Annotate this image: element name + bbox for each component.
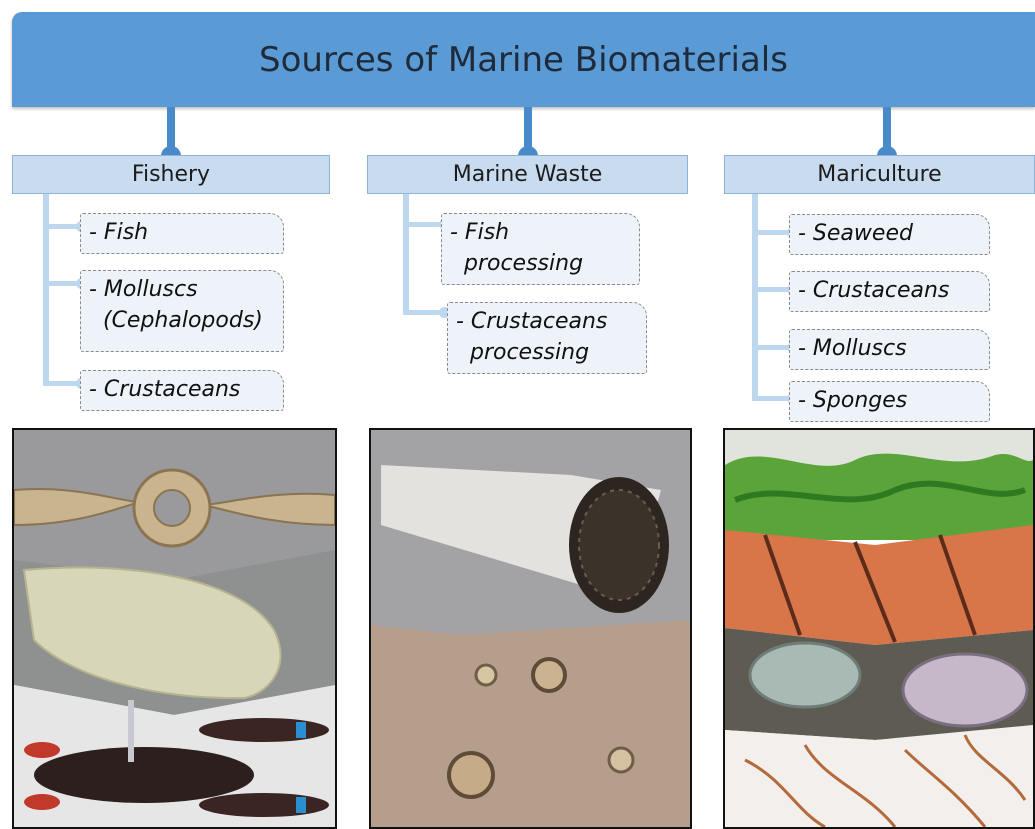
heading-fishery-label: Fishery — [132, 162, 210, 187]
branch-marine-waste-2 — [403, 310, 444, 315]
branch-mariculture-2 — [752, 287, 792, 292]
heading-mariculture-label: Mariculture — [817, 162, 941, 187]
processed-bone-cylinder-photo — [371, 430, 690, 635]
marine-waste-photo-collage — [369, 428, 692, 829]
crustacean-shell-photo — [725, 525, 1033, 645]
branch-mariculture-3 — [752, 345, 792, 350]
branch-line-fishery — [43, 194, 49, 386]
item-crustaceans-processing: - Crustaceans processing — [447, 302, 647, 374]
title-banner: Sources of Marine Biomaterials — [12, 12, 1035, 107]
heading-mariculture: Mariculture — [724, 155, 1035, 194]
branch-mariculture-4 — [752, 396, 792, 401]
heading-fishery: Fishery — [12, 155, 330, 194]
item-crustaceans: - Crustaceans — [80, 370, 284, 411]
branch-marine-waste-1 — [403, 222, 444, 227]
item-molluscs-cephalopods: - Molluscs (Cephalopods) — [80, 270, 284, 352]
heading-marine-waste-label: Marine Waste — [453, 162, 603, 187]
diagram-title: Sources of Marine Biomaterials — [259, 40, 788, 80]
branch-line-mariculture — [752, 194, 758, 399]
item-fish: - Fish — [80, 213, 284, 254]
item-seaweed: - Seaweed — [789, 214, 990, 255]
item-fish-processing: - Fish processing — [441, 213, 640, 285]
fishery-photo-collage — [12, 428, 337, 829]
abalone-photo — [725, 628, 1033, 740]
shell-surface-photo — [371, 620, 690, 827]
item-sponges: - Sponges — [789, 381, 990, 422]
branch-line-marine-waste — [403, 194, 409, 315]
branch-mariculture-1 — [752, 230, 792, 235]
heading-marine-waste: Marine Waste — [367, 155, 688, 194]
sponge-skeleton-photo — [725, 725, 1033, 827]
item-molluscs: - Molluscs — [789, 329, 990, 370]
mariculture-photo-collage — [723, 428, 1035, 829]
seaweed-photo — [725, 430, 1033, 540]
item-crustaceans-mariculture: - Crustaceans — [789, 271, 990, 312]
